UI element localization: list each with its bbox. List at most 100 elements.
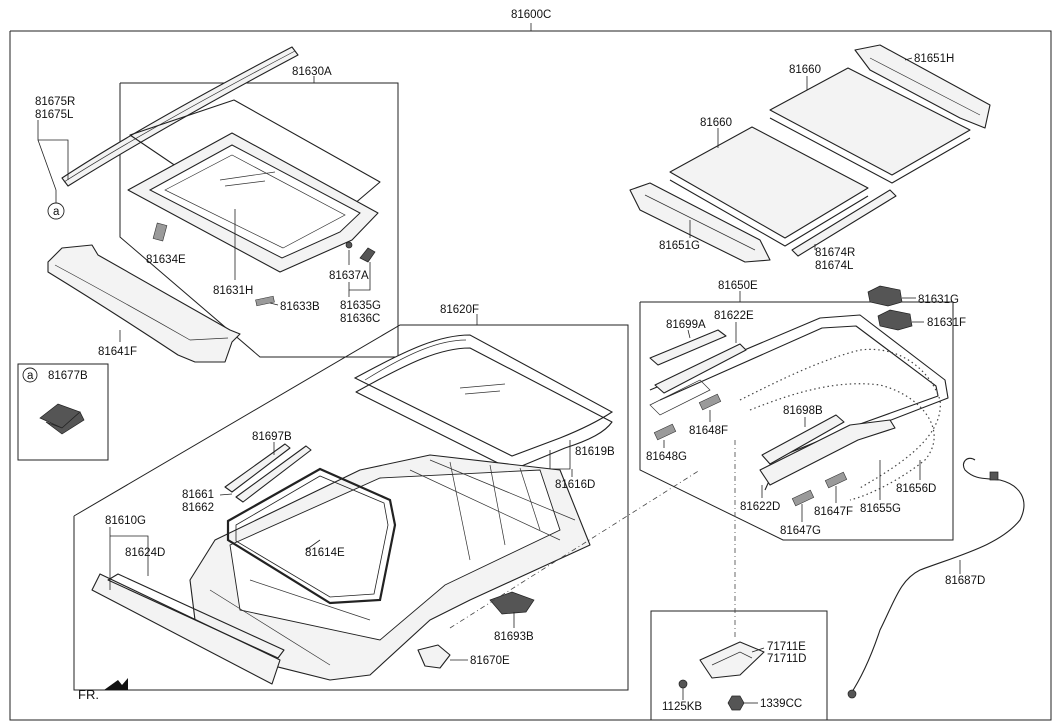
harness-wire (849, 457, 1025, 696)
outer-frame (9, 30, 1052, 721)
link-b-part (761, 414, 845, 465)
label-mold-1: 81661 (182, 489, 214, 501)
label-pad-g1: 81648G (646, 451, 687, 463)
deflector-part (47, 244, 241, 363)
label-strip-d: 81624D (125, 547, 165, 559)
glass-reflection-1 (219, 171, 276, 181)
link-a-part (649, 329, 727, 366)
label-seal-b: 81619B (575, 446, 615, 458)
label-weatherstrip-b: 81675L (35, 109, 74, 121)
link-a-leader (687, 329, 691, 339)
bracket-bc-leader (348, 262, 371, 291)
ref-a-leader-2 (37, 139, 57, 191)
frame-e-inner (235, 475, 389, 598)
label-ref-a: a (53, 206, 60, 218)
guide-line-1 (449, 469, 701, 629)
label-inset-part: 81677B (48, 370, 88, 382)
label-rail-h: 81651H (914, 53, 954, 65)
weatherstrip-inner (63, 50, 296, 183)
label-frame-glass: 81631H (213, 285, 253, 297)
rail-h-edge (869, 57, 981, 116)
label-link-a: 81699A (666, 319, 706, 331)
ref-a-circle (47, 202, 65, 220)
inset-pad-side (45, 411, 85, 435)
glass-front-shine-1 (459, 383, 506, 389)
weatherstrip-leader (37, 120, 69, 180)
label-shade-1: 81660 (789, 64, 821, 76)
frame-e-part (226, 467, 397, 605)
motor-g-part (867, 285, 903, 307)
rail-g-edge (644, 194, 756, 251)
label-pad-f1: 81648F (689, 425, 728, 437)
label-assembly: 81600C (511, 9, 551, 21)
mold-1-part (235, 445, 312, 503)
label-mech: 81650E (718, 280, 758, 292)
harness-connector-2 (847, 689, 857, 699)
label-link-b: 81698B (783, 405, 823, 417)
label-motor-g: 81631G (918, 294, 959, 306)
label-cable-g: 81655G (860, 503, 901, 515)
motor-f-part (877, 309, 913, 331)
strip-d-part (107, 573, 285, 659)
pad-g2-part (791, 489, 815, 507)
label-rail-e: 81670E (470, 655, 510, 667)
pad-g1-part (653, 423, 677, 441)
link-e-part (654, 343, 747, 394)
deflector-edge (54, 264, 229, 341)
weatherstrip-part (61, 46, 299, 187)
label-glass-front: 81620F (440, 304, 479, 316)
mech-front-bracket (649, 379, 711, 416)
mold-1-leader (219, 493, 233, 496)
label-link-e: 81622E (714, 310, 754, 322)
frame-e-leader (305, 539, 321, 551)
label-bracket-rear: 81693B (494, 631, 534, 643)
label-nut: 1339CC (760, 698, 802, 710)
label-bracket-711d: 71711D (767, 653, 806, 665)
harness-connector-1 (989, 471, 999, 481)
label-link-d: 81622D (740, 501, 780, 513)
glass-front-shine-2 (464, 390, 501, 395)
glass-assy-frame (119, 82, 399, 358)
shade-1-part (769, 67, 971, 176)
glass-front-seal (355, 347, 613, 471)
front-glass-part (91, 573, 281, 685)
label-mold-b: 81697B (252, 431, 292, 443)
bracket-a-part (345, 241, 353, 249)
label-frame-e: 81614E (305, 547, 345, 559)
link-d-part (759, 419, 896, 486)
seal-r-part (791, 189, 897, 257)
label-mold-2: 81662 (182, 502, 214, 514)
label-bracket-b: 81635G (340, 300, 381, 312)
inset-ref-circle (22, 367, 38, 383)
bracket-rear-part (489, 591, 535, 615)
rail-e-part (417, 644, 451, 669)
bracket-711-leader (751, 647, 765, 653)
label-harness: 81687D (945, 575, 985, 587)
bracket-711-detail (711, 651, 753, 666)
pad-part (255, 295, 275, 307)
shade-2-roll (669, 179, 869, 247)
bolt-head (678, 679, 688, 689)
clip-part (152, 222, 168, 242)
bracket-frame (650, 610, 828, 721)
label-front-glass: 81610G (105, 515, 146, 527)
glass-frame-lip (164, 154, 346, 249)
glass-reflection-2 (224, 180, 266, 187)
part-labels: 81600C 81630A 81675R 81675L a 81641F 816… (27, 9, 985, 713)
shade-1-roll (769, 117, 971, 184)
glass-front-edge (364, 339, 467, 381)
label-glass-assy: 81630A (292, 66, 332, 78)
strip-d-leader (110, 535, 149, 576)
label-bracket-a: 81637A (329, 270, 369, 282)
label-inset-ref: a (27, 370, 34, 382)
label-pad: 81633B (280, 301, 320, 313)
shade-2-part (669, 126, 869, 239)
label-cable-d: 81656D (896, 483, 936, 495)
pad-f1-part (698, 393, 722, 411)
front-arrow-icon (104, 678, 128, 690)
glass-front-part (353, 334, 614, 457)
label-pad-g2: 81647G (780, 525, 821, 537)
label-seal-l: 81674L (815, 260, 854, 272)
